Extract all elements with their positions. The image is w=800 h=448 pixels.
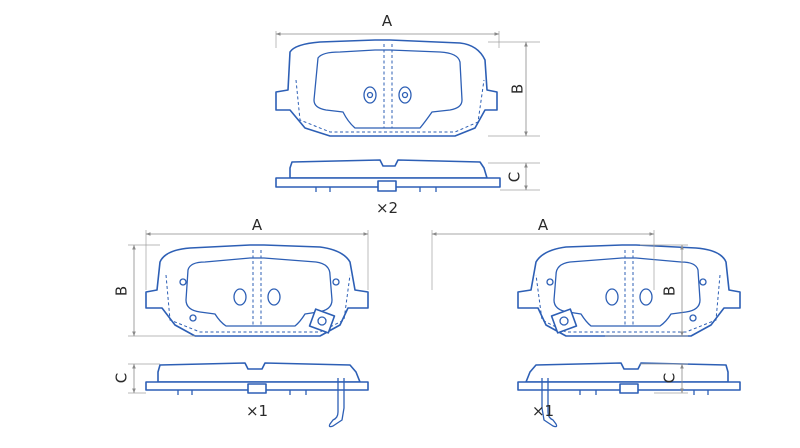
top-dim-a: A bbox=[275, 12, 500, 48]
top-dim-b: B bbox=[488, 41, 540, 137]
top-pad-side-view bbox=[275, 159, 501, 192]
top-dim-c: C bbox=[488, 162, 540, 191]
top-right-hole bbox=[398, 86, 412, 104]
wear-sensor-wire-left bbox=[328, 378, 345, 428]
br-dim-a: A bbox=[431, 216, 655, 290]
bottom-left-pad-side-view bbox=[145, 362, 369, 428]
dim-a-label: A bbox=[382, 12, 393, 30]
bottom-left-pad-set: A B C ×1 bbox=[113, 216, 369, 428]
bottom-right-quantity: ×1 bbox=[532, 402, 554, 420]
bottom-right-pad-front-view bbox=[517, 244, 741, 337]
br-dim-c: C bbox=[640, 363, 688, 394]
dim-b-label: B bbox=[509, 84, 527, 94]
bottom-right-pad-set: A B C ×1 bbox=[431, 216, 741, 428]
bottom-left-quantity: ×1 bbox=[246, 402, 268, 420]
dim-a-label: A bbox=[538, 216, 549, 234]
top-left-hole bbox=[363, 86, 377, 104]
bl-right-hole bbox=[267, 288, 281, 306]
dim-b-label: B bbox=[661, 286, 679, 296]
dim-b-label: B bbox=[113, 286, 131, 296]
bl-dim-a: A bbox=[145, 216, 369, 290]
top-quantity: ×2 bbox=[376, 199, 398, 217]
wear-sensor-wire-right bbox=[541, 378, 558, 428]
dim-c-label: C bbox=[113, 373, 131, 383]
dim-c-label: C bbox=[506, 172, 524, 182]
bl-dim-b: B bbox=[113, 244, 195, 337]
bottom-right-pad-side-view bbox=[517, 362, 741, 428]
bl-left-hole bbox=[233, 288, 247, 306]
wear-sensor-clip-left bbox=[308, 308, 336, 334]
top-pad-front-view bbox=[275, 39, 498, 137]
wear-sensor-clip-right bbox=[550, 308, 578, 334]
dim-a-label: A bbox=[252, 216, 263, 234]
bl-dim-c: C bbox=[113, 363, 160, 394]
bottom-left-pad-front-view bbox=[145, 244, 369, 337]
dim-c-label: C bbox=[661, 373, 679, 383]
top-pad-set: A B C ×2 bbox=[275, 12, 540, 217]
br-dim-b: B bbox=[605, 244, 688, 337]
